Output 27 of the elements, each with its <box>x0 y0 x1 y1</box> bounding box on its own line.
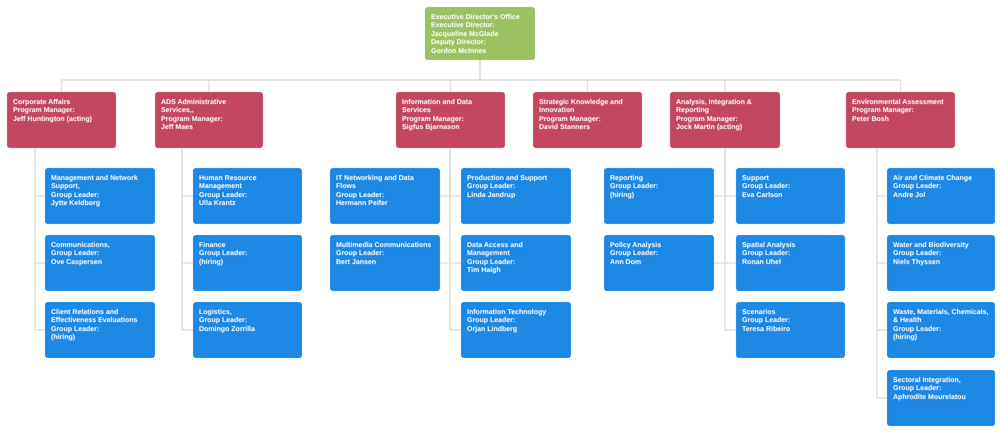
group-box <box>604 235 714 291</box>
group-box <box>887 235 995 291</box>
group-box <box>330 235 440 291</box>
group-box <box>45 302 155 358</box>
program-box <box>846 92 955 148</box>
group-box <box>193 168 302 224</box>
program-box <box>155 92 263 148</box>
program-box <box>670 92 780 148</box>
group-box <box>736 235 845 291</box>
group-box <box>45 168 155 224</box>
group-box <box>45 235 155 291</box>
director-office-box <box>425 7 535 60</box>
group-box <box>604 168 714 224</box>
program-box <box>7 92 116 148</box>
program-box <box>396 92 505 148</box>
group-box <box>461 302 571 358</box>
group-box <box>736 168 845 224</box>
group-box <box>887 168 995 224</box>
group-box <box>330 168 440 224</box>
program-box <box>533 92 642 148</box>
group-box <box>887 302 995 358</box>
group-box <box>887 370 995 426</box>
group-box <box>461 168 571 224</box>
group-box <box>461 235 571 291</box>
group-box <box>193 235 302 291</box>
group-box <box>736 302 845 358</box>
group-box <box>193 302 302 358</box>
